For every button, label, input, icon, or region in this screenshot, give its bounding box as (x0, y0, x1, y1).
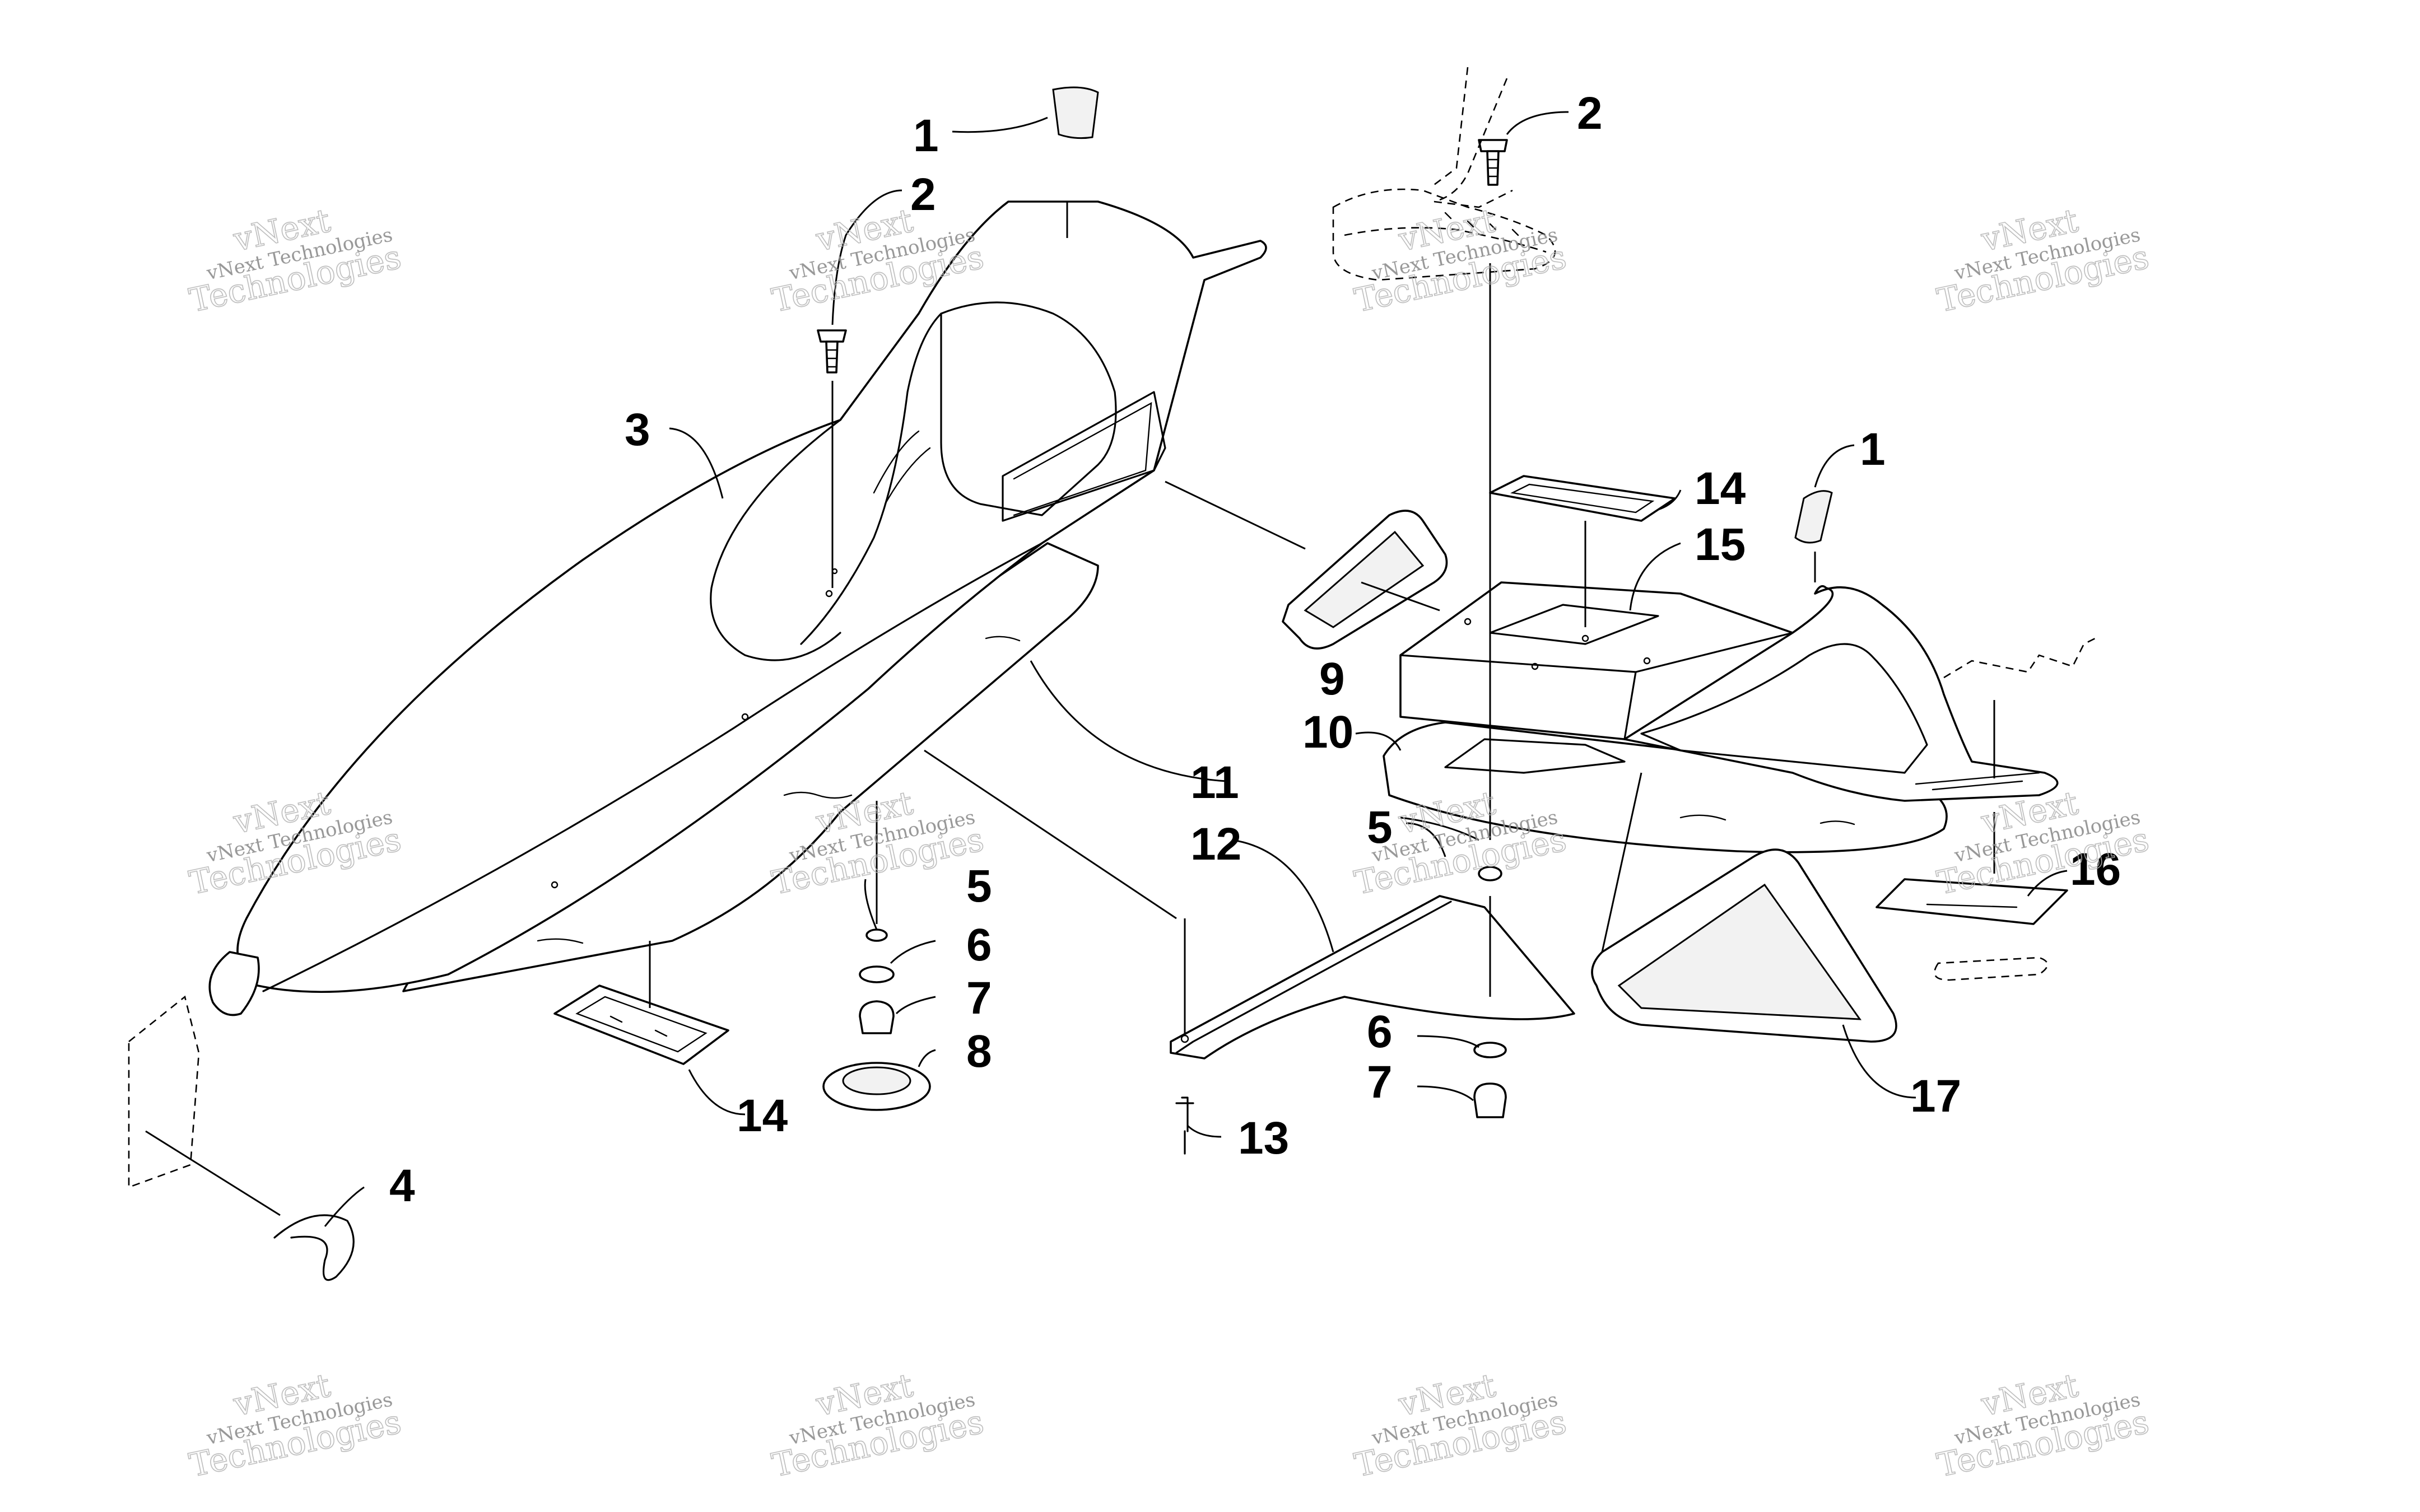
watermark-r1c3: vNext vNext Technologies Technologies (1351, 200, 1570, 320)
callout-14-left: 14 (737, 1090, 788, 1141)
callout-13: 13 (1238, 1113, 1289, 1164)
callout-16: 16 (2070, 844, 2121, 895)
watermark-r1c4: vNext vNext Technologies Technologies (1933, 200, 2152, 320)
callout-10: 10 (1302, 707, 1353, 758)
callout-14-right: 14 (1695, 463, 1746, 514)
watermark-r3c4: vNext vNext Technologies Technologies (1933, 1365, 2152, 1485)
callout-1-left: 1 (913, 110, 939, 161)
trim-cap-part-1-right (1794, 490, 1833, 582)
watermark-r1c1: vNext vNext Technologies Technologies (185, 200, 404, 320)
fastener-stack-left (822, 801, 931, 1111)
callout-6-left: 6 (966, 920, 992, 970)
watermark-r3c1: vNext vNext Technologies Technologies (185, 1365, 404, 1485)
trim-cap-part-1 (1052, 86, 1099, 238)
callout-2-right: 2 (1577, 88, 1603, 139)
callout-5-left: 5 (966, 861, 992, 912)
callout-7-left: 7 (966, 973, 992, 1024)
callout-3: 3 (625, 404, 650, 455)
hitch-clip-part-4 (128, 995, 355, 1281)
fastener-axis-right (1473, 139, 1508, 1118)
callout-9: 9 (1319, 654, 1345, 704)
watermark-r3c3: vNext vNext Technologies Technologies (1351, 1365, 1570, 1485)
seat-hood-part-3 (208, 200, 1267, 1016)
callout-12: 12 (1190, 819, 1241, 870)
frame-ghost (1332, 67, 1556, 281)
slide-part-16 (1876, 637, 2096, 981)
seat-base-part-15 (1383, 581, 2059, 853)
bracket-part-12 (924, 749, 1575, 1155)
screw-part-2-left (817, 329, 847, 588)
callout-5-right: 5 (1367, 802, 1393, 853)
seal-ring-part-17 (1591, 772, 1897, 1043)
leader-lines (324, 111, 2068, 1227)
watermark-r3c2: vNext vNext Technologies Technologies (768, 1365, 987, 1485)
callout-8: 8 (966, 1026, 992, 1077)
mat-part-10 (1383, 721, 1948, 853)
callout-17: 17 (1910, 1071, 1961, 1122)
callout-4: 4 (389, 1160, 415, 1211)
callout-labels: 1 2 3 4 5 6 7 8 9 10 11 12 13 14 5 6 7 2… (389, 88, 2121, 1211)
callout-6-right: 6 (1367, 1006, 1393, 1057)
callout-2-left: 2 (910, 169, 936, 220)
gasket-part-9 (1165, 480, 1448, 650)
callout-1-right: 1 (1860, 424, 1886, 475)
callout-7-right: 7 (1367, 1057, 1393, 1108)
callout-15: 15 (1695, 519, 1746, 570)
plate-part-14-left (553, 941, 729, 1065)
callout-11: 11 (1190, 757, 1239, 808)
